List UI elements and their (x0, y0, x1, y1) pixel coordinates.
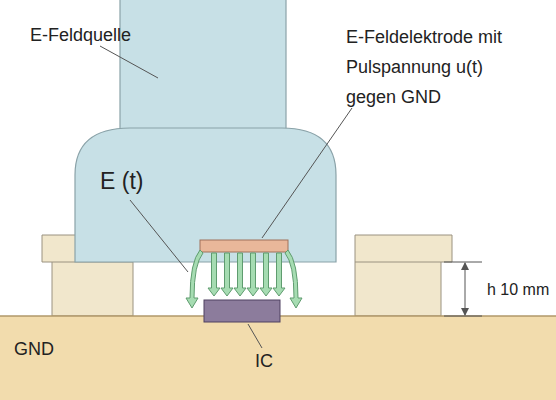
ic-chip (204, 300, 280, 322)
dimension-line (465, 263, 466, 315)
field-arrow (273, 253, 285, 296)
ground-band: GND (0, 317, 556, 400)
probe-head (75, 128, 336, 262)
field-lines (186, 250, 302, 308)
field-arrow (260, 253, 272, 296)
dimension-label: h 10 mm (487, 280, 549, 300)
field-arrow (285, 250, 302, 308)
electrode (200, 240, 288, 252)
ground-plane (0, 316, 556, 400)
electrode-label: E-Feldelektrode mit Pulspannung u(t) geg… (346, 22, 526, 112)
spacer-right (355, 235, 452, 316)
field-arrow (221, 253, 233, 296)
field-arrow (186, 250, 203, 308)
field-arrow (208, 253, 220, 296)
field-arrow (234, 253, 246, 296)
ic-label: IC (255, 350, 273, 372)
field-arrow (247, 253, 259, 296)
probe-shaft (120, 0, 286, 133)
leader-line (100, 46, 158, 78)
field-label: E (t) (100, 168, 143, 194)
leader-line (248, 324, 262, 348)
leader-line (262, 108, 352, 238)
source-label: E-Feldquelle (30, 24, 131, 46)
ground-label: GND (14, 339, 54, 360)
leader-line (130, 200, 188, 272)
